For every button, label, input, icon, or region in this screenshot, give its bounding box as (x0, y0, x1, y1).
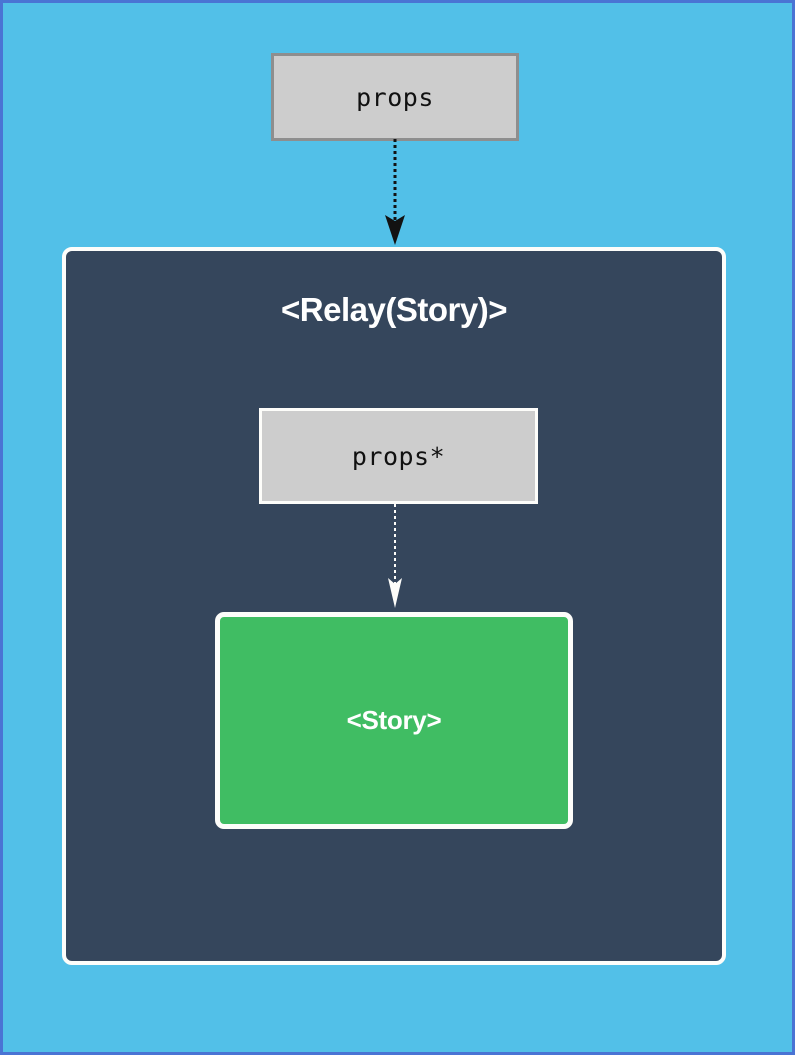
node-props-star-label: props* (351, 441, 446, 471)
node-props[interactable]: props (271, 53, 519, 141)
node-story-label: <Story> (346, 705, 442, 735)
node-relay-story-container[interactable]: <Relay(Story)> props* <Story> (62, 247, 726, 965)
arrow-props-to-relay (385, 139, 405, 245)
arrow-propsstar-to-story (388, 504, 402, 608)
node-props-star[interactable]: props* (259, 408, 538, 504)
arrow-propsstar-to-story-head (388, 578, 402, 608)
arrow-props-to-relay-head (385, 215, 405, 245)
node-story[interactable]: <Story> (215, 612, 573, 829)
node-props-label: props (356, 82, 434, 112)
relay-story-title: <Relay(Story)> (281, 291, 507, 328)
